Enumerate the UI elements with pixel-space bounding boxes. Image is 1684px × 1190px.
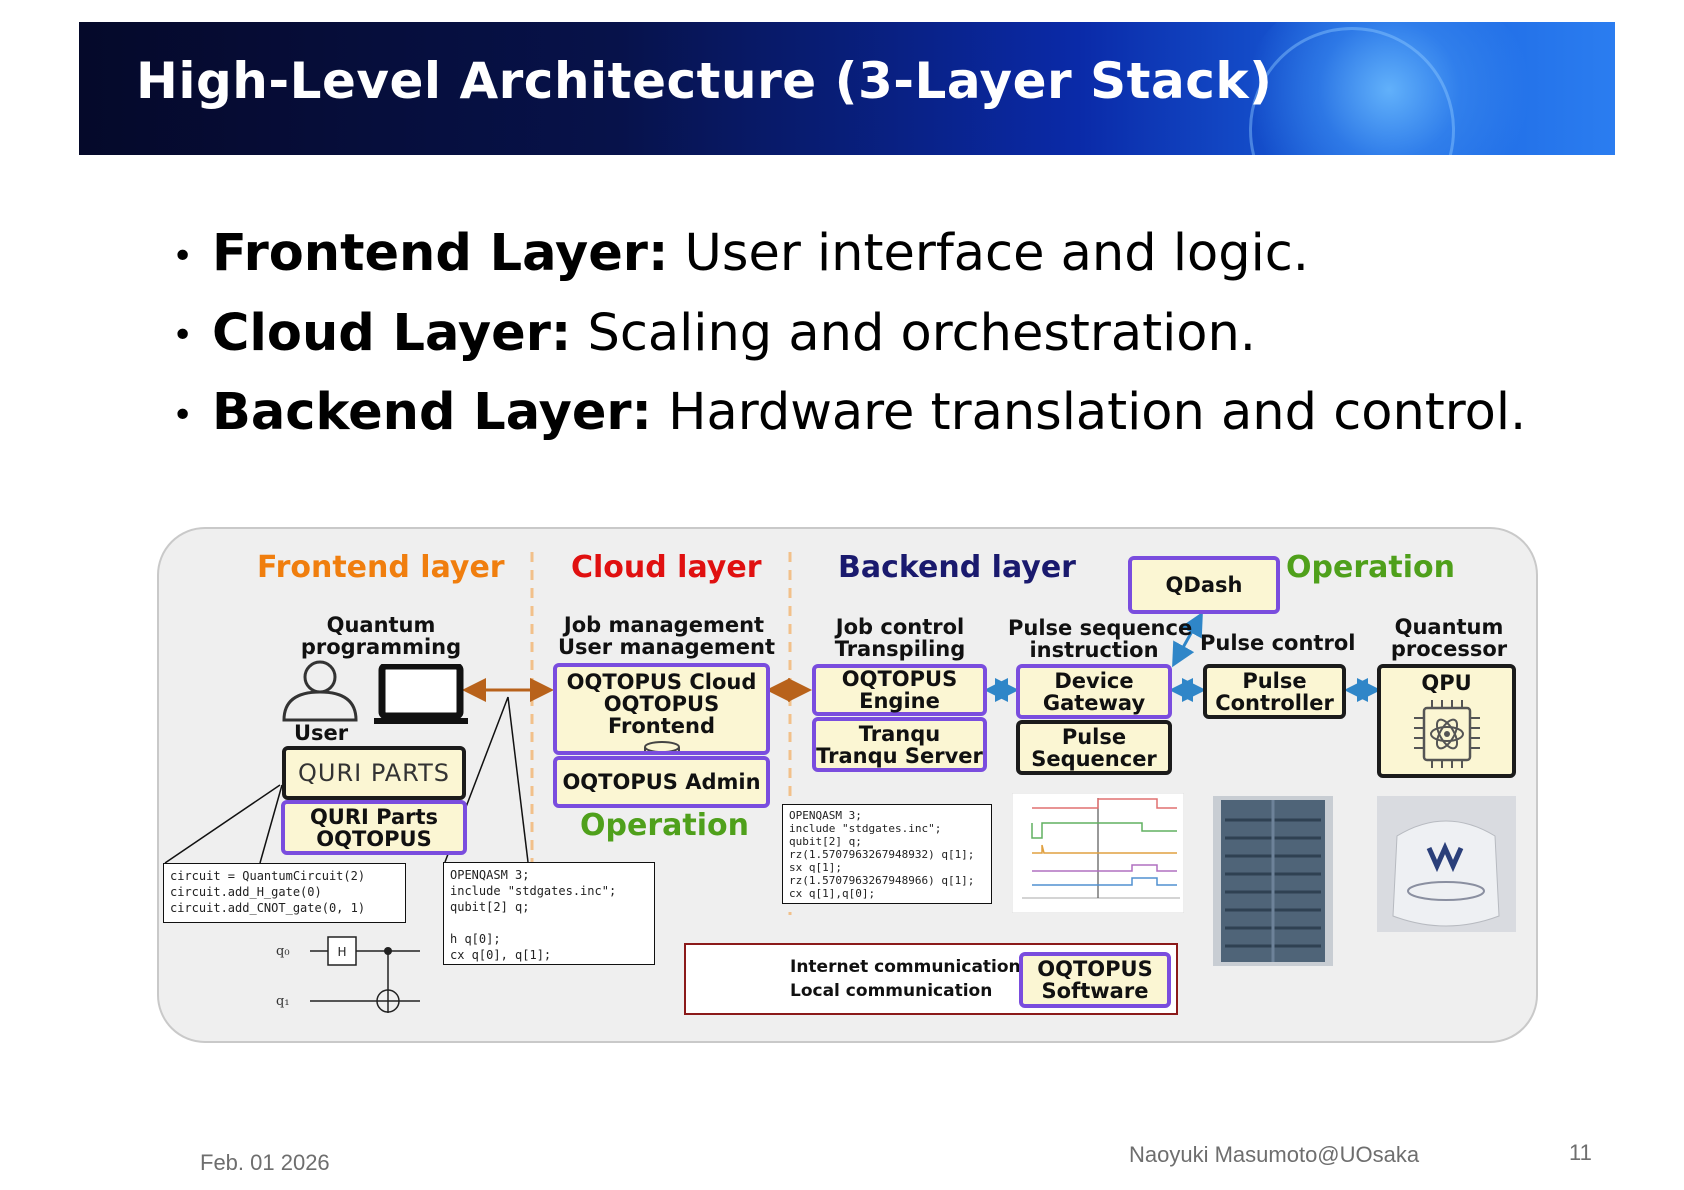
quri-parts-logo: QURI PARTS: [297, 759, 451, 787]
box-line: Gateway: [1042, 690, 1146, 715]
bullet-list: • Frontend Layer: User interface and logi…: [172, 215, 1526, 454]
openqasm-code-snippet: OPENQASM 3; include "stdgates.inc"; qubi…: [443, 862, 655, 965]
box-line: Sequencer: [1031, 746, 1157, 771]
box-line: Tranqu: [858, 721, 941, 746]
job-control-heading-line: Job control: [835, 615, 965, 639]
callout-line-python-right: [259, 784, 283, 864]
frontend-heading-line: programming: [300, 635, 462, 659]
bullet-term: Cloud Layer:: [212, 303, 572, 363]
oqtopus-engine-box: OQTOPUS Engine: [812, 664, 987, 716]
slide-title: High-Level Architecture (3-Layer Stack): [136, 52, 1273, 110]
box-line: Pulse: [1061, 724, 1127, 749]
job-control-heading: Job control Transpiling: [818, 616, 982, 660]
h-gate-box: [327, 936, 357, 966]
cnot-target: [376, 989, 400, 1013]
pulse-sequence-heading-line: Pulse sequence: [1008, 616, 1193, 640]
legend-box: Internet communication Local communicati…: [684, 943, 1178, 1015]
laptop-icon: [374, 664, 468, 724]
cloud-heading: Job management User management: [558, 613, 776, 659]
job-control-heading-line: Transpiling: [834, 637, 966, 661]
operation-title: Operation: [1286, 550, 1455, 585]
arrow-gateway-qdash: [1172, 611, 1203, 668]
cloud-heading-line: User management: [558, 635, 776, 659]
box-line: Engine: [859, 689, 940, 713]
qubit-label-q1: q₁: [276, 994, 290, 1009]
legend-internet-label: Internet communication: [790, 957, 1021, 977]
callout-line-python-left: [164, 784, 281, 864]
box-line: Device: [1054, 668, 1134, 693]
tranqu-server-box: Tranqu Tranqu Server: [812, 717, 987, 772]
qdash-box: QDash: [1128, 556, 1280, 614]
bullet-item: • Backend Layer: Hardware translation and…: [172, 374, 1526, 454]
frontend-heading: Quantum programming: [300, 614, 462, 658]
qpu-box: QPU: [1377, 664, 1516, 778]
pulse-controller-box: Pulse Controller: [1203, 664, 1346, 719]
box-line: OQTOPUS: [841, 667, 958, 691]
box-line: OQTOPUS Frontend: [603, 692, 720, 738]
pulse-sequencer-box: Pulse Sequencer: [1016, 720, 1172, 775]
frontend-heading-line: Quantum: [326, 613, 436, 637]
cloud-heading-line: Job management: [563, 613, 765, 637]
quantum-processor-heading-line: processor: [1390, 637, 1508, 661]
bullet-text: Hardware translation and control.: [651, 383, 1527, 442]
qpu-cryostat-photo: [1377, 796, 1516, 932]
device-gateway-box: Device Gateway: [1016, 664, 1172, 719]
title-banner: High-Level Architecture (3-Layer Stack): [79, 22, 1615, 155]
frontend-layer-title: Frontend layer: [257, 550, 505, 585]
box-line: Pulse: [1242, 668, 1307, 693]
python-code-snippet: circuit = QuantumCircuit(2) circuit.add_…: [163, 863, 406, 923]
box-line: QURI Parts: [309, 804, 439, 829]
footer-author: Naoyuki Masumoto@UOsaka: [1129, 1142, 1420, 1167]
quri-parts-logo-box: QURI PARTS: [282, 746, 466, 800]
bullet-dot: •: [172, 315, 194, 356]
cloud-layer-title: Cloud layer: [571, 550, 762, 585]
qubit-label-q0: q₀: [276, 944, 290, 959]
bullet-item: • Cloud Layer: Scaling and orchestration.: [172, 295, 1526, 375]
box-line: OQTOPUS Admin: [562, 770, 761, 794]
box-line: OQTOPUS: [316, 826, 432, 851]
cloud-operation-label: Operation: [580, 808, 749, 843]
quantum-circuit-diagram: q₀ q₁ H: [276, 936, 420, 1013]
pulse-sequence-heading: Pulse sequence instruction: [1008, 616, 1193, 662]
transpiled-code-snippet: OPENQASM 3; include "stdgates.inc"; qubi…: [782, 804, 992, 904]
box-line: OQTOPUS Cloud: [566, 670, 757, 694]
pulse-control-heading: Pulse control: [1200, 631, 1356, 655]
box-line: Tranqu Server: [816, 743, 983, 768]
control-rack-photo: [1213, 796, 1333, 966]
h-gate-label: H: [337, 945, 346, 959]
qpu-chip-icon: [1413, 700, 1480, 768]
quri-parts-oqtopus-box: QURI Parts OQTOPUS: [281, 800, 467, 855]
bullet-dot: •: [172, 394, 194, 436]
callout-line-qasm-right: [507, 696, 529, 863]
bullet-item: • Frontend Layer: User interface and logi…: [172, 215, 1526, 295]
bullet-text: Scaling and orchestration.: [571, 303, 1257, 363]
bullet-term: Frontend Layer:: [212, 224, 669, 283]
box-line: OQTOPUS: [1037, 957, 1153, 981]
box-line: Software: [1041, 979, 1149, 1003]
box-line: QDash: [1165, 573, 1243, 597]
database-icon: [643, 741, 680, 751]
legend-oqtopus-software-box: OQTOPUS Software: [1019, 952, 1171, 1008]
backend-layer-title: Backend layer: [838, 550, 1076, 585]
pulse-waveform-plot: [1012, 793, 1184, 913]
quantum-processor-heading: Quantum processor: [1390, 616, 1508, 660]
bullet-text: User interface and logic.: [668, 224, 1310, 283]
bullet-term: Backend Layer:: [212, 383, 652, 442]
quantum-processor-heading-line: Quantum: [1394, 615, 1504, 639]
footer-date: Feb. 01 2026: [200, 1150, 330, 1175]
oqtopus-admin-box: OQTOPUS Admin: [553, 756, 770, 808]
page-number: 11: [1569, 1140, 1592, 1165]
user-icon: [282, 660, 358, 722]
pulse-sequence-heading-line: instruction: [1029, 638, 1159, 662]
box-line: QPU: [1421, 671, 1472, 695]
box-line: Controller: [1215, 690, 1334, 715]
user-label: User: [294, 721, 349, 745]
legend-local-label: Local communication: [790, 981, 993, 1001]
bullet-dot: •: [172, 235, 194, 277]
oqtopus-cloud-box: OQTOPUS Cloud OQTOPUS Frontend: [553, 663, 770, 755]
